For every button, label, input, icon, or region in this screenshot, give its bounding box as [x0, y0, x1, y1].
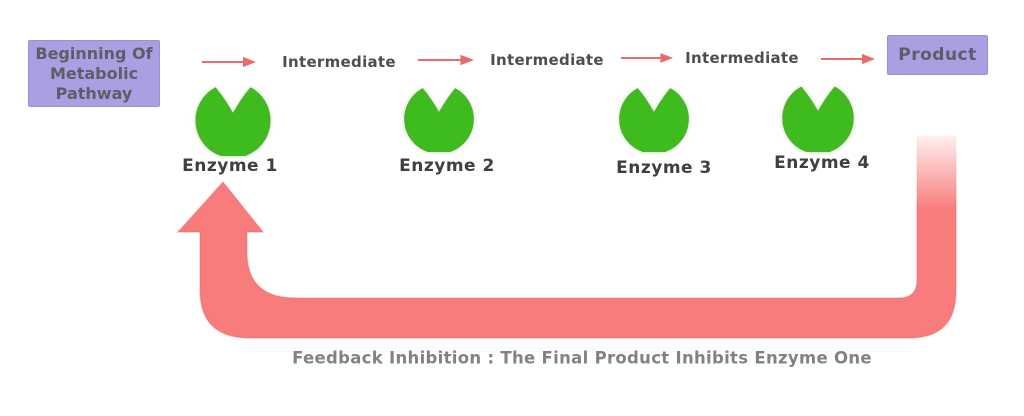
- beginning-of-pathway-box: Beginning Of Metabolic Pathway: [28, 40, 160, 107]
- pathway-arrow-icon: [418, 54, 474, 66]
- intermediate-label: Intermediate: [685, 49, 799, 67]
- intermediate-label: Intermediate: [282, 53, 396, 71]
- product-box: Product: [887, 35, 988, 75]
- intermediate-label: Intermediate: [490, 51, 604, 69]
- enzyme-label: Enzyme 3: [616, 158, 712, 178]
- enzyme-label: Enzyme 2: [399, 156, 495, 176]
- pathway-arrow-icon: [202, 56, 256, 68]
- enzyme-icon: [619, 88, 689, 152]
- enzyme-label: Enzyme 4: [774, 153, 870, 173]
- pathway-arrow-icon: [621, 53, 673, 63]
- enzyme-icon: [404, 88, 474, 152]
- feedback-arrow-icon: [176, 126, 962, 339]
- enzyme-label: Enzyme 1: [182, 156, 278, 176]
- feedback-inhibition-caption: Feedback Inhibition : The Final Product …: [292, 348, 872, 368]
- enzyme-icon: [195, 87, 271, 156]
- enzyme-icon: [782, 86, 854, 152]
- pathway-arrow-icon: [821, 53, 875, 65]
